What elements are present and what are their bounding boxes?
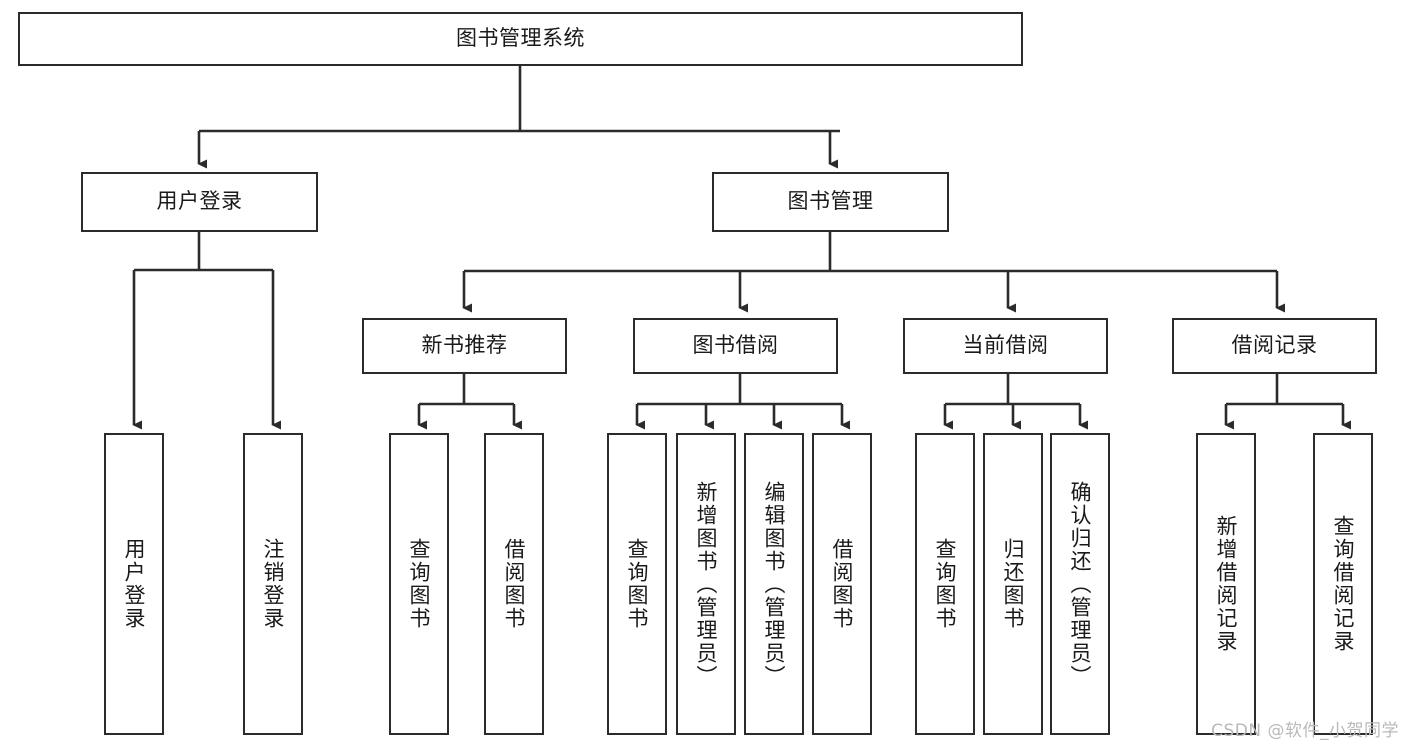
leaf-current-query-book-label: 查询图书 — [933, 538, 958, 630]
node-new-book-recommend-label: 新书推荐 — [421, 333, 508, 358]
node-borrow-record-label: 借阅记录 — [1231, 333, 1318, 358]
leaf-user-login[interactable]: 用户登录 — [104, 433, 164, 735]
node-new-book-recommend[interactable]: 新书推荐 — [362, 318, 567, 374]
leaf-return-book[interactable]: 归还图书 — [983, 433, 1043, 735]
node-user-login-label: 用户登录 — [156, 189, 243, 214]
leaf-confirm-return-admin-label: 确认归还（管理员） — [1068, 480, 1093, 688]
leaf-borrow-book-label: 借阅图书 — [830, 538, 855, 630]
node-root[interactable]: 图书管理系统 — [18, 12, 1023, 66]
leaf-current-query-book[interactable]: 查询图书 — [915, 433, 975, 735]
node-book-borrow[interactable]: 图书借阅 — [633, 318, 838, 374]
node-root-label: 图书管理系统 — [456, 26, 585, 51]
node-user-login[interactable]: 用户登录 — [81, 172, 318, 232]
leaf-add-borrow-record-label: 新增借阅记录 — [1214, 515, 1239, 653]
leaf-borrow-book[interactable]: 借阅图书 — [812, 433, 872, 735]
leaf-add-borrow-record[interactable]: 新增借阅记录 — [1196, 433, 1256, 735]
leaf-new-book-borrow-label: 借阅图书 — [502, 538, 527, 630]
leaf-edit-book-admin-label: 编辑图书（管理员） — [762, 480, 787, 688]
leaf-query-borrow-record[interactable]: 查询借阅记录 — [1313, 433, 1373, 735]
leaf-add-book-admin-label: 新增图书（管理员） — [694, 480, 719, 688]
leaf-edit-book-admin[interactable]: 编辑图书（管理员） — [744, 433, 804, 735]
node-current-borrow-label: 当前借阅 — [962, 333, 1049, 358]
leaf-user-login-label: 用户登录 — [122, 538, 147, 630]
leaf-borrow-query-book-label: 查询图书 — [625, 538, 650, 630]
leaf-return-book-label: 归还图书 — [1001, 538, 1026, 630]
leaf-new-book-query-label: 查询图书 — [407, 538, 432, 630]
node-current-borrow[interactable]: 当前借阅 — [903, 318, 1108, 374]
leaf-new-book-borrow[interactable]: 借阅图书 — [484, 433, 544, 735]
leaf-confirm-return-admin[interactable]: 确认归还（管理员） — [1050, 433, 1110, 735]
leaf-logout-label: 注销登录 — [261, 538, 286, 630]
leaf-logout[interactable]: 注销登录 — [243, 433, 303, 735]
node-book-manage[interactable]: 图书管理 — [712, 172, 949, 232]
node-book-manage-label: 图书管理 — [787, 189, 874, 214]
leaf-new-book-query[interactable]: 查询图书 — [389, 433, 449, 735]
leaf-add-book-admin[interactable]: 新增图书（管理员） — [676, 433, 736, 735]
leaf-query-borrow-record-label: 查询借阅记录 — [1331, 515, 1356, 653]
leaf-borrow-query-book[interactable]: 查询图书 — [607, 433, 667, 735]
node-borrow-record[interactable]: 借阅记录 — [1172, 318, 1377, 374]
node-book-borrow-label: 图书借阅 — [692, 333, 779, 358]
